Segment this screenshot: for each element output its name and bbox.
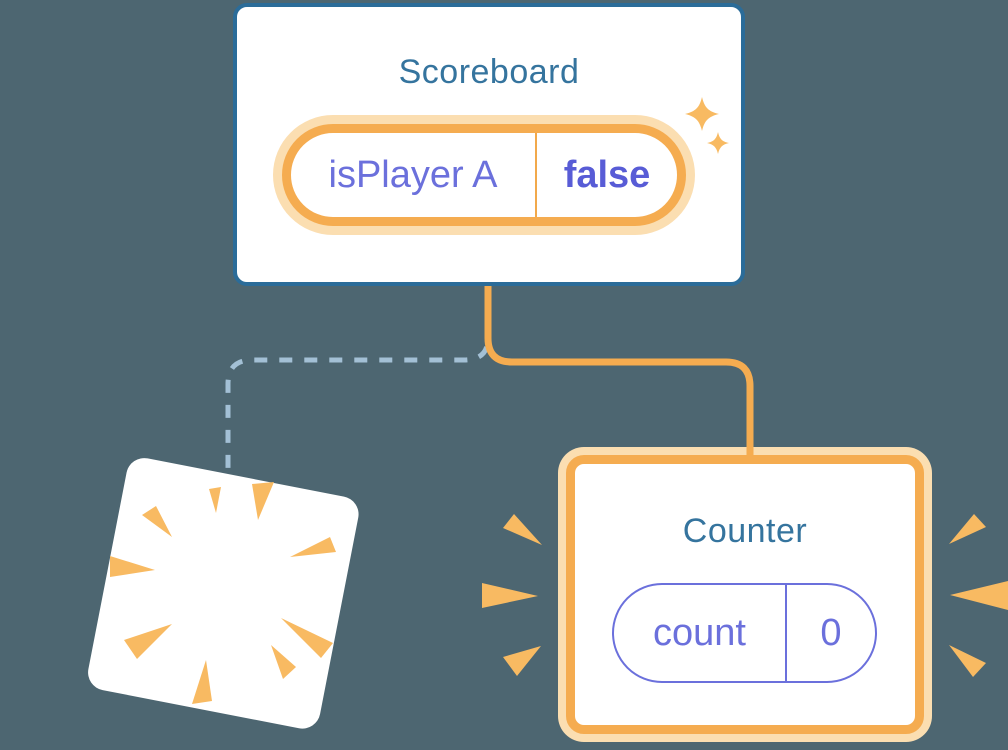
- emphasis-burst-left-icon: [482, 514, 542, 676]
- scoreboard-state-pill: isPlayer A false: [282, 124, 686, 226]
- edge-to-counter: [484, 283, 754, 458]
- emphasis-burst-right-icon: [949, 514, 1008, 677]
- counter-title: Counter: [682, 512, 808, 550]
- count-value: 0: [820, 611, 842, 654]
- counter-state-pill: count 0: [612, 583, 877, 683]
- state-pill-divider: [535, 133, 537, 217]
- count-label: count: [653, 611, 746, 654]
- destroyed-component-card: [84, 455, 362, 732]
- state-label: isPlayer A: [328, 153, 498, 196]
- edge-to-destroyed-dashed: [225, 337, 491, 470]
- scoreboard-card: Scoreboard isPlayer A false: [233, 3, 745, 286]
- counter-card: Counter count 0: [566, 455, 924, 734]
- count-pill-divider: [785, 585, 787, 681]
- state-value: false: [563, 153, 651, 196]
- scoreboard-title: Scoreboard: [398, 53, 580, 91]
